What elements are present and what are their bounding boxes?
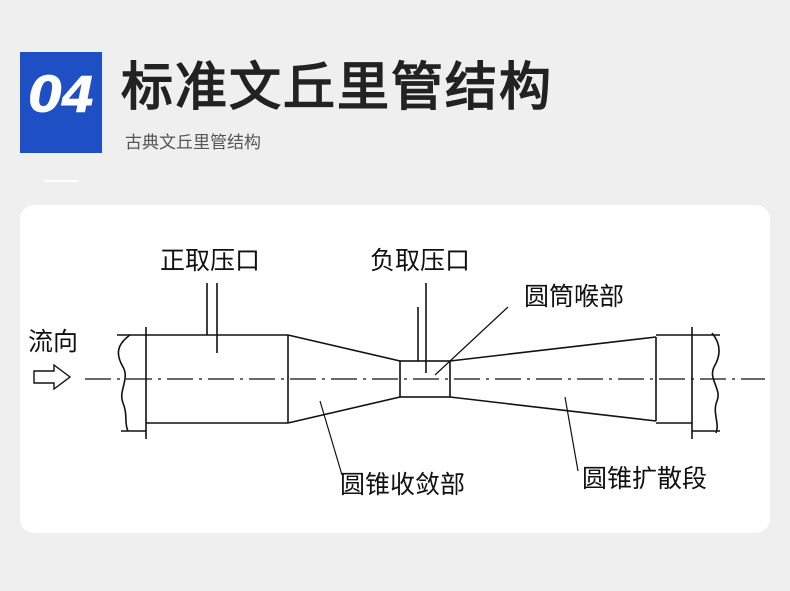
divergent-cone-bottom — [449, 396, 657, 422]
divergent-section-label: 圆锥扩散段 — [582, 464, 707, 493]
convergent-section-label: 圆锥收敛部 — [340, 470, 465, 499]
convergent-cone-bottom — [287, 396, 401, 424]
badge-underline — [44, 180, 78, 182]
venturi-diagram: 正取压口 负取压口 圆筒喉部 流向 圆锥收敛部 圆锥扩散段 — [28, 246, 765, 499]
negative-tap-label: 负取压口 — [370, 246, 470, 275]
flow-arrow-icon — [33, 363, 72, 391]
flow-direction-label: 流向 — [28, 327, 78, 356]
divergent-cone-top — [449, 336, 657, 362]
divergent-leader — [564, 396, 579, 472]
page-subtitle: 古典文丘里管结构 — [125, 133, 261, 153]
positive-tap-label: 正取压口 — [160, 246, 260, 275]
page-title: 标准文丘里管结构 — [121, 58, 554, 118]
section-number-badge: 04 — [20, 52, 102, 182]
diagram-card: 正取压口 负取压口 圆筒喉部 流向 圆锥收敛部 圆锥扩散段 — [20, 205, 770, 533]
convergent-leader — [319, 400, 343, 476]
left-pipe-break — [117, 334, 131, 432]
throat-label: 圆筒喉部 — [524, 282, 624, 311]
section-number: 04 — [28, 66, 96, 124]
throat-cylinder — [399, 360, 451, 398]
right-pipe-break — [711, 332, 720, 434]
convergent-cone-top — [287, 334, 401, 362]
throat-leader — [434, 306, 509, 376]
